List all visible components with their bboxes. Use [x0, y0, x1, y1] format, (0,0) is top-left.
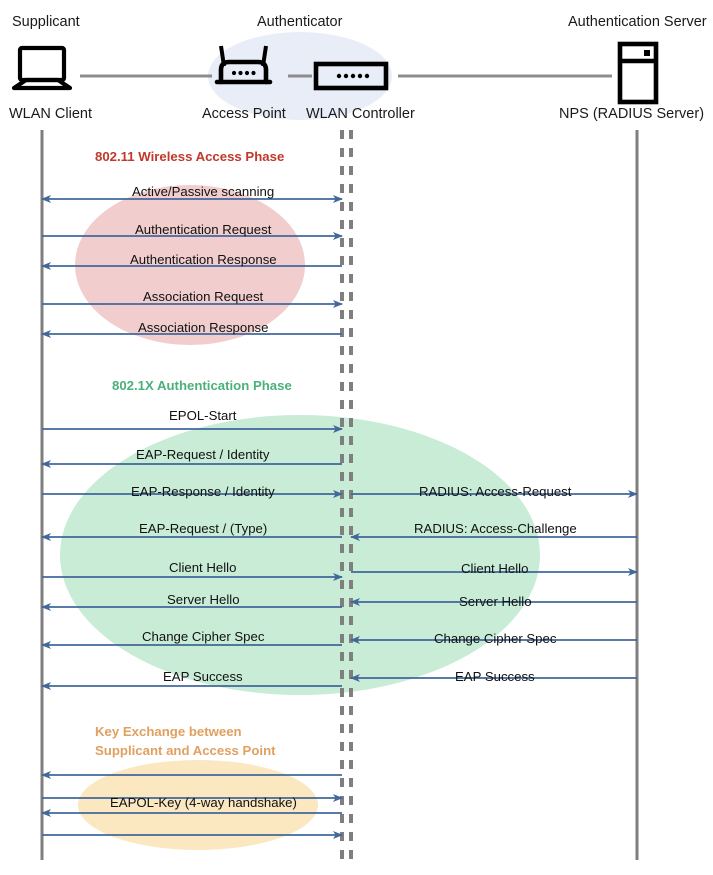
message-label-right-eap-success: EAP Success [455, 669, 535, 684]
phase-blob-dot1x-authentication [60, 415, 540, 695]
actor-name-wlan-controller: WLAN Controller [306, 106, 415, 122]
phase-blob-wireless-access [75, 185, 305, 345]
message-label-eap-request-type: EAP-Request / (Type) [139, 521, 268, 536]
message-label-association-request: Association Request [143, 289, 264, 304]
message-label-right-change-cipher-spec: Change Cipher Spec [434, 631, 557, 646]
actor-name-auth-server: NPS (RADIUS Server) [559, 106, 705, 122]
message-label-active-passive-scanning: Active/Passive scanning [132, 184, 275, 199]
message-label-right-radius-access-challenge: RADIUS: Access-Challenge [414, 521, 577, 536]
message-label-change-cipher-spec: Change Cipher Spec [142, 629, 265, 644]
actor-name-supplicant: WLAN Client [9, 106, 92, 122]
message-arrows-left-group [41, 195, 343, 839]
message-label-authentication-request: Authentication Request [135, 222, 272, 237]
message-label-right-client-hello: Client Hello [461, 561, 529, 576]
phase-label-wireless-access: 802.11 Wireless Access Phase [95, 149, 285, 164]
message-label-authentication-response: Authentication Response [130, 252, 277, 267]
actor-role-supplicant: Supplicant [12, 14, 80, 30]
message-label-eap-request-identity: EAP-Request / Identity [136, 447, 270, 462]
phase-blob-key-exchange [78, 760, 318, 850]
message-arrows-right-group [350, 490, 638, 682]
message-label-association-response: Association Response [138, 320, 269, 335]
actor-role-access-point: Authenticator [257, 14, 343, 30]
message-label-eapol-key-4-way-handshake: EAPOL-Key (4-way handshake) [110, 795, 297, 810]
message-label-server-hello: Server Hello [167, 592, 240, 607]
message-label-client-hello: Client Hello [169, 560, 237, 575]
actor-name-access-point: Access Point [202, 106, 286, 122]
phase-label-dot1x-authentication: 802.1X Authentication Phase [112, 378, 292, 393]
phase-label-line1: Key Exchange between [95, 724, 242, 739]
actor-role-auth-server: Authentication Server [568, 14, 707, 30]
wireless-access-point-icon [214, 45, 273, 85]
message-label-eap-success: EAP Success [163, 669, 243, 684]
message-label-right-radius-access-request: RADIUS: Access-Request [419, 484, 572, 499]
network-switch-icon [313, 61, 389, 91]
message-label-right-server-hello: Server Hello [459, 594, 532, 609]
server-rack-icon [617, 41, 659, 105]
laptop-icon [11, 45, 73, 91]
message-label-epol-start: EPOL-Start [169, 408, 237, 423]
message-label-eap-response-identity: EAP-Response / Identity [131, 484, 275, 499]
phase-label-line2: Supplicant and Access Point [95, 743, 276, 758]
